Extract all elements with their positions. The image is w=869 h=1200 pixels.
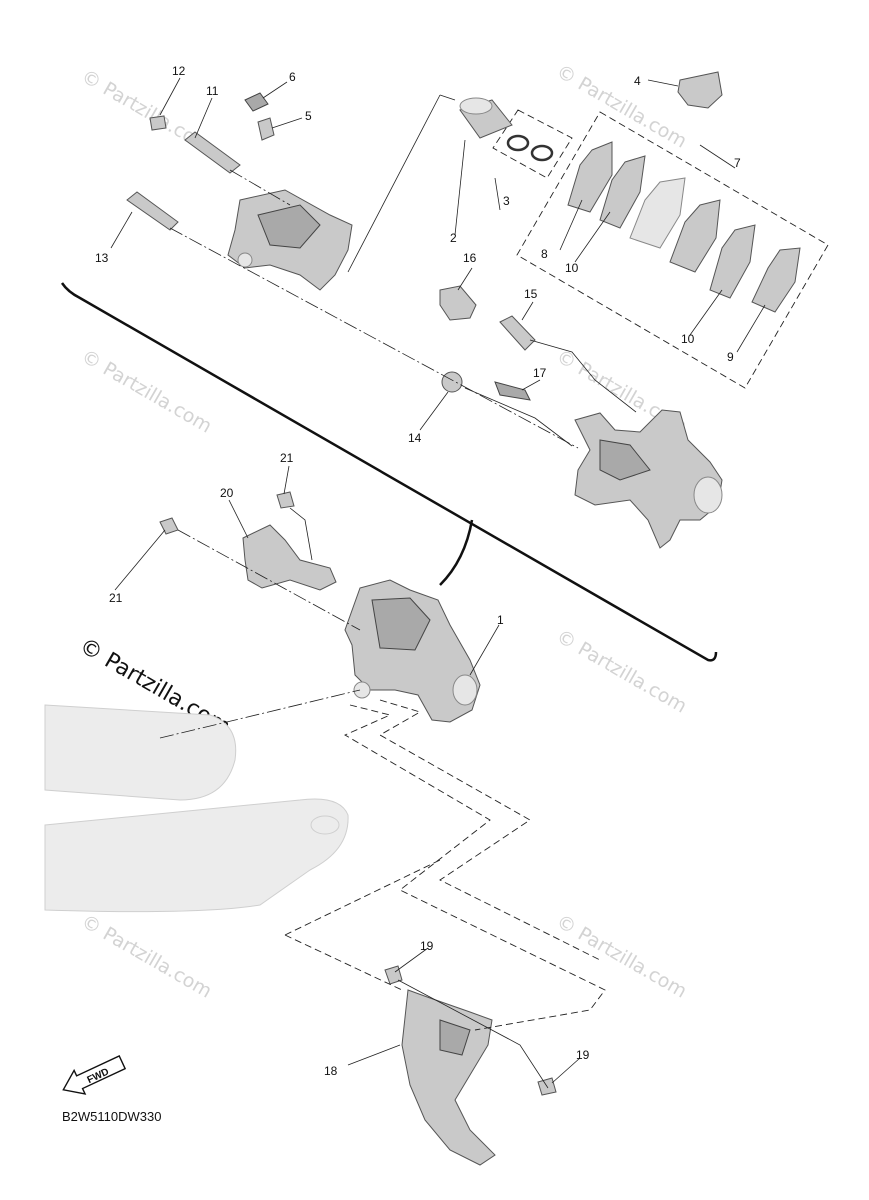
callout-6: 6 — [289, 70, 296, 84]
seals — [506, 134, 554, 162]
piston — [459, 97, 513, 139]
caliper-bracket-upper — [227, 189, 353, 291]
callout-13: 13 — [95, 251, 109, 265]
callout-1: 1 — [497, 613, 504, 627]
callout-5: 5 — [305, 109, 312, 123]
caliper-bracket-right — [574, 409, 723, 549]
bracket-20 — [242, 524, 337, 591]
assembly-lines — [159, 94, 637, 1089]
callout-16: 16 — [463, 251, 477, 265]
brake-pads — [567, 141, 801, 313]
leader-lines — [110, 77, 766, 1084]
callout-8: 8 — [541, 247, 548, 261]
callout-2: 2 — [450, 231, 457, 245]
guard-18 — [401, 989, 496, 1166]
assembly-boundary — [60, 282, 718, 662]
callout-10b: 10 — [681, 332, 695, 346]
callout-11: 11 — [206, 84, 219, 98]
pad-set-box — [516, 111, 829, 389]
caliper-assembly — [344, 579, 481, 723]
watermark-2: © Partzilla.com — [553, 60, 691, 152]
callout-7: 7 — [734, 156, 741, 170]
callout-15: 15 — [524, 287, 538, 301]
watermark-3: © Partzilla.com — [78, 345, 216, 437]
callout-labels: 1 2 3 4 5 6 7 8 9 10 10 11 12 13 14 15 1… — [95, 64, 741, 1078]
watermark-7: © Partzilla.com — [553, 910, 691, 1002]
callout-9: 9 — [727, 350, 734, 364]
callout-19a: 19 — [420, 939, 434, 953]
callout-12: 12 — [172, 64, 186, 78]
pad-spring — [677, 71, 723, 109]
callout-21b: 21 — [109, 591, 123, 605]
callout-3: 3 — [503, 194, 510, 208]
callout-19b: 19 — [576, 1048, 590, 1062]
swingarm — [44, 704, 349, 913]
callout-14: 14 — [408, 431, 422, 445]
callout-20: 20 — [220, 486, 234, 500]
diagram-code: B2W5110DW330 — [62, 1109, 161, 1124]
fasteners-upper — [126, 92, 536, 401]
callout-10a: 10 — [565, 261, 579, 275]
hose-line — [439, 519, 474, 586]
callout-21a: 21 — [280, 451, 294, 465]
callout-18: 18 — [324, 1064, 338, 1078]
callout-17: 17 — [533, 366, 547, 380]
watermark-6: © Partzilla.com — [78, 910, 216, 1002]
fwd-arrow: FWD — [62, 1055, 127, 1095]
callout-4: 4 — [634, 74, 641, 88]
